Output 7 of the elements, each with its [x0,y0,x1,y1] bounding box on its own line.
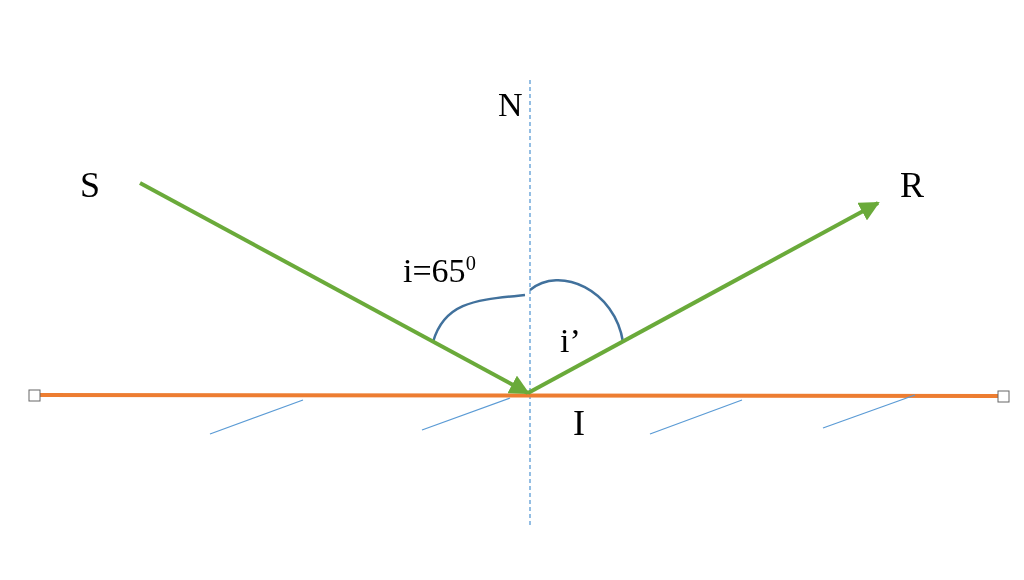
angle-label: i=65$^{0}$ [403,251,476,291]
point-label: R [878,165,924,205]
light-ray-arrow [527,201,880,395]
point-label: S [80,165,142,205]
point-label: I [528,393,585,443]
angle-label: i’ [560,322,581,360]
light-ray-arrow [139,181,530,395]
